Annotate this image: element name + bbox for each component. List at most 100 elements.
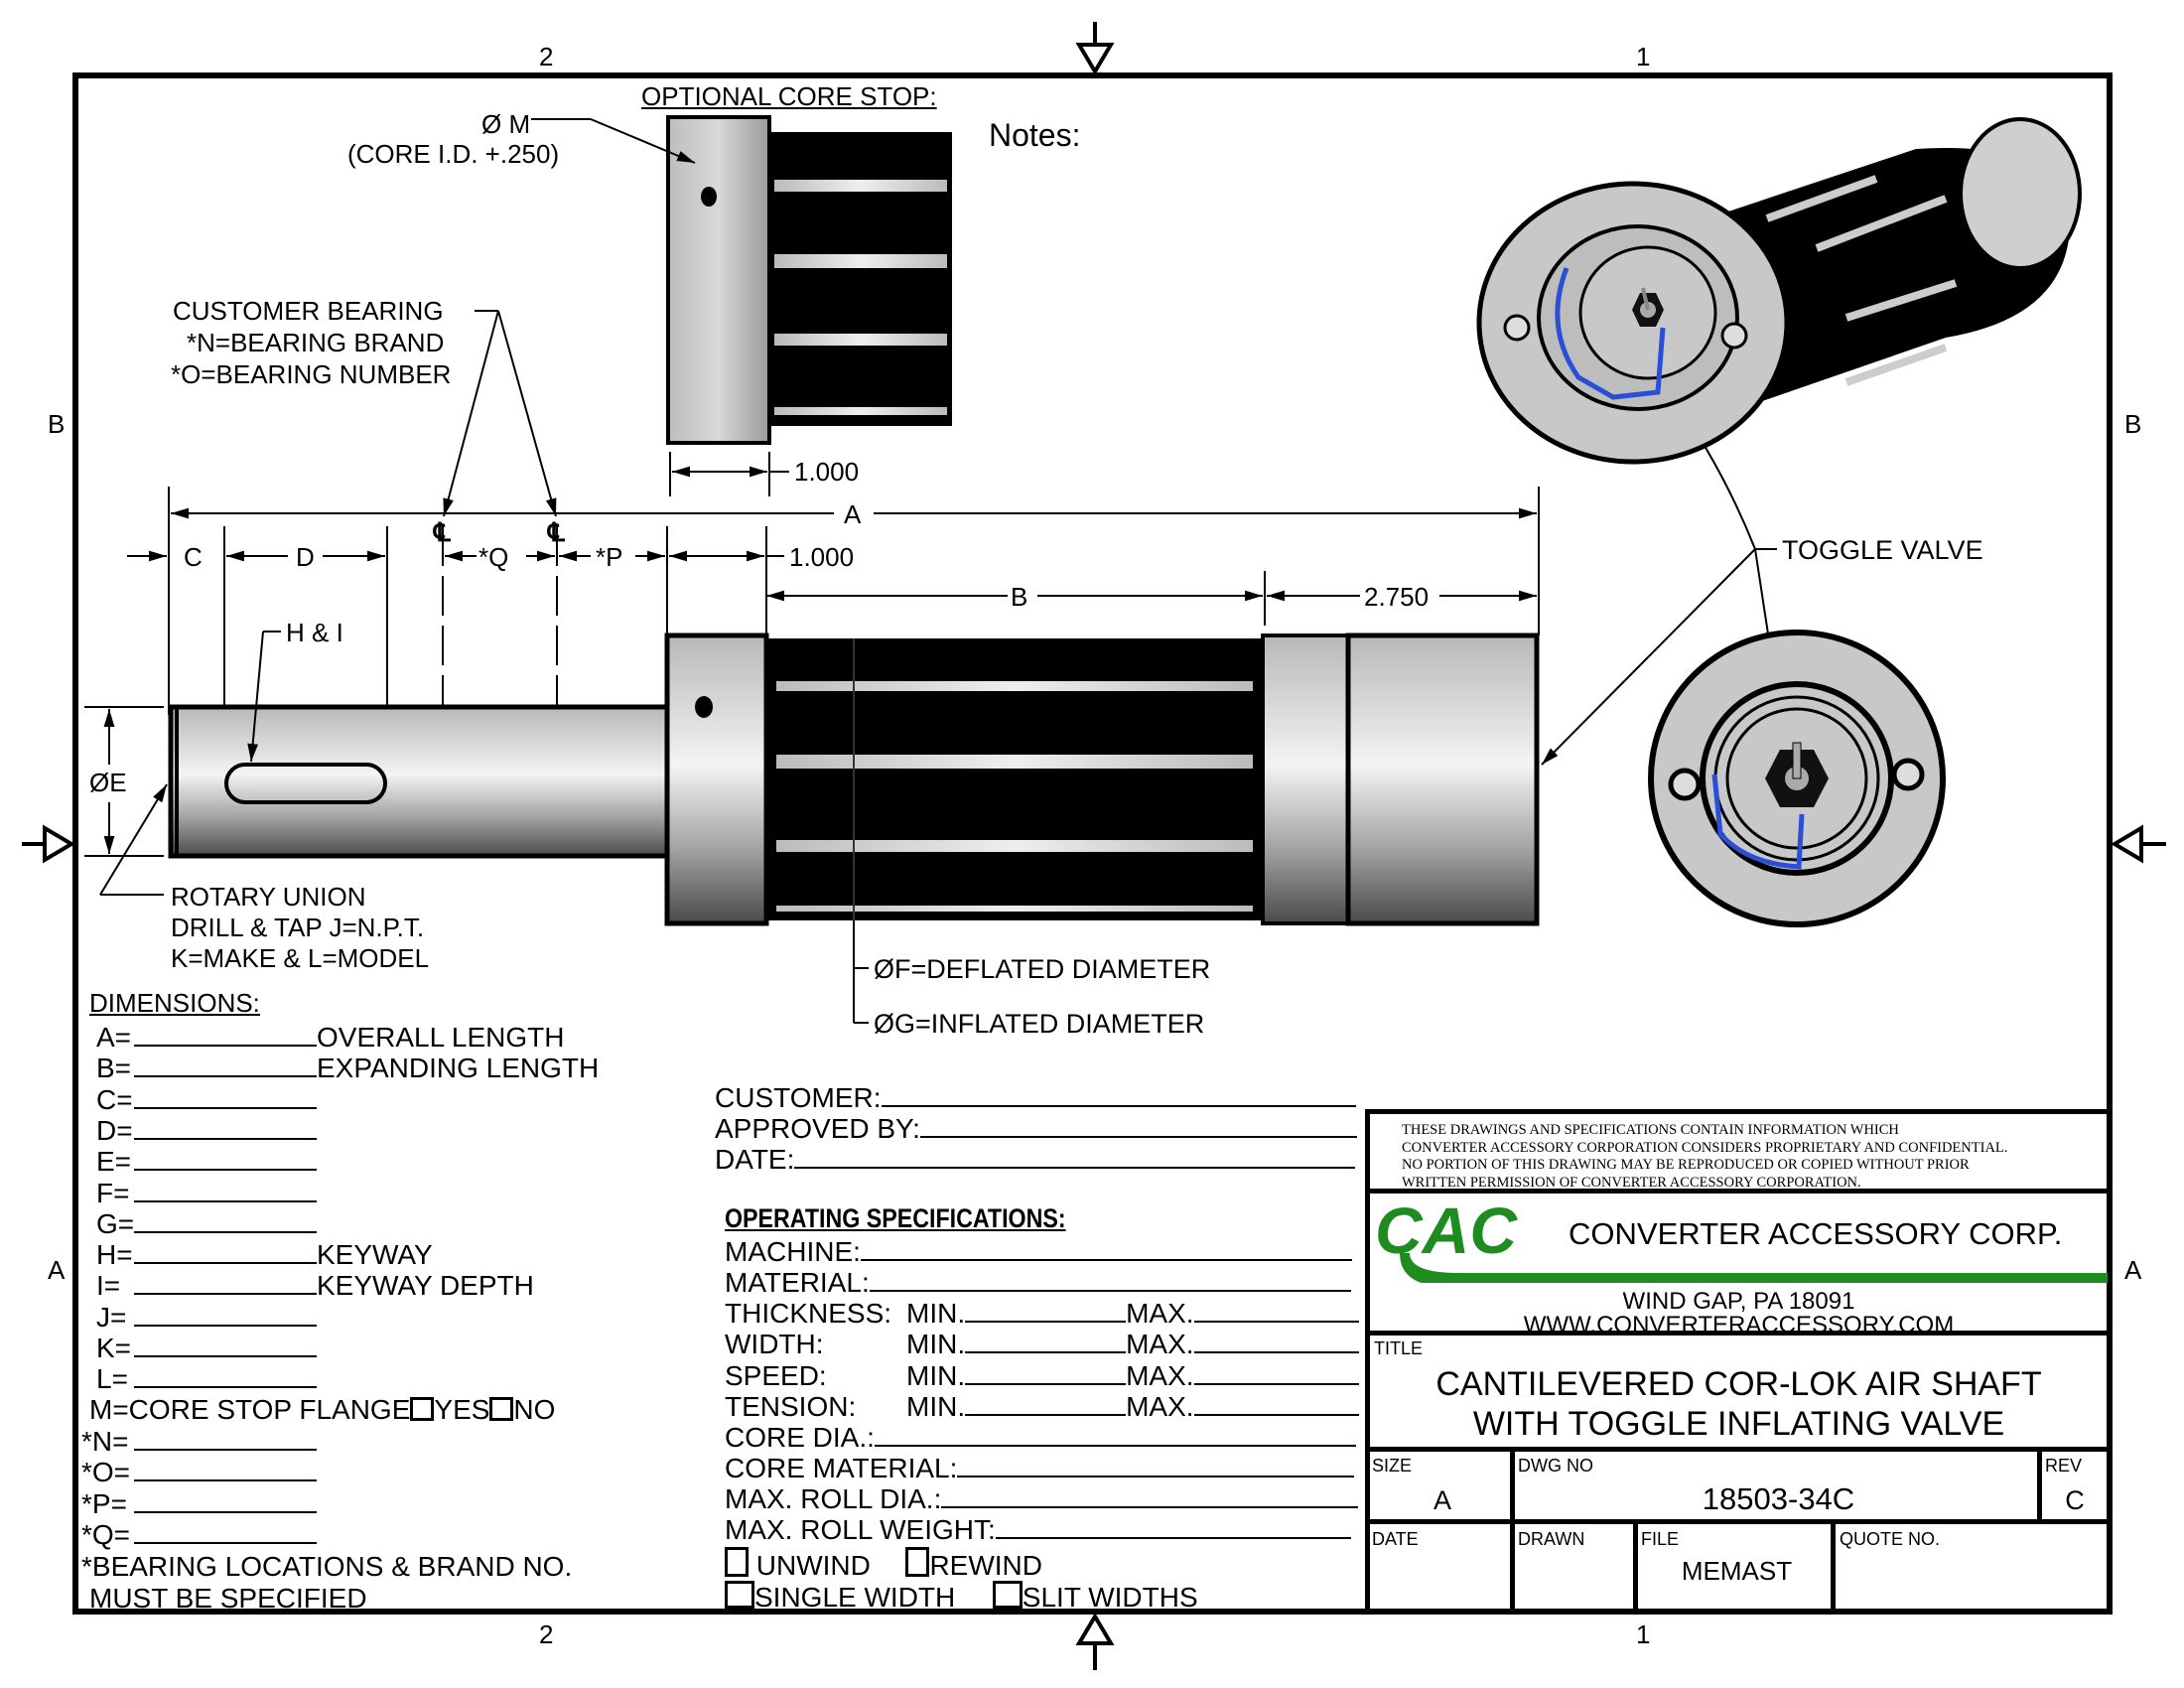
dimension-row: E= (96, 1146, 317, 1178)
customer-label: CUSTOMER: (715, 1082, 882, 1113)
rotary-union-line1: ROTARY UNION (171, 882, 366, 912)
core-stop-flange (666, 115, 771, 445)
keyway-leader (247, 631, 281, 763)
approval-date-label: DATE: (715, 1144, 795, 1175)
dimension-key: E= (96, 1146, 132, 1178)
min-input[interactable] (965, 1392, 1127, 1416)
max-input[interactable] (1193, 1330, 1359, 1354)
customer-input[interactable] (881, 1083, 1356, 1107)
approved-by-input[interactable] (919, 1114, 1357, 1138)
bearing-field-input[interactable] (134, 1520, 317, 1544)
dimension-value-input[interactable] (134, 1147, 317, 1172)
cac-logo-letters: CAC (1375, 1194, 1518, 1267)
dimension-value-input[interactable] (134, 1334, 317, 1357)
drawn-cell: DRAWN (1515, 1524, 1638, 1610)
dim-label-b: B (1011, 582, 1028, 612)
dim-label-d: D (296, 542, 315, 572)
dim-end-value: 2.750 (1364, 582, 1430, 612)
centering-arrow-right (2111, 824, 2166, 864)
machine-input[interactable] (860, 1237, 1352, 1261)
file-value: MEMAST (1681, 1556, 1793, 1586)
bolt-hole (1891, 758, 1925, 791)
dimension-row: A=OVERALL LENGTH (96, 1022, 564, 1054)
approved-by-label: APPROVED BY: (715, 1113, 920, 1144)
dimension-value-input[interactable] (134, 1116, 317, 1140)
dimension-value-input[interactable] (134, 1054, 317, 1078)
max-roll-weight-input[interactable] (995, 1515, 1351, 1539)
bladder-strip (776, 906, 1253, 912)
dimension-key: H= (96, 1239, 133, 1271)
core-stop-yes-checkbox[interactable] (410, 1397, 435, 1421)
min-input[interactable] (965, 1299, 1127, 1323)
dimension-row: D= (96, 1115, 317, 1147)
core-dia-input[interactable] (874, 1423, 1356, 1447)
single-width-checkbox[interactable] (725, 1581, 754, 1609)
dimension-key: J= (96, 1301, 127, 1333)
dimension-row: G= (96, 1208, 317, 1240)
dimension-value-input[interactable] (134, 1085, 317, 1109)
drawn-label: DRAWN (1518, 1529, 1585, 1549)
zone-right-a: A (2124, 1255, 2142, 1285)
bladder-strip (774, 407, 947, 415)
dimension-value-input[interactable] (134, 1240, 317, 1265)
core-stop-no-checkbox[interactable] (489, 1397, 514, 1421)
bearing-field-input[interactable] (134, 1458, 317, 1482)
core-dia-row: CORE DIA.: (725, 1422, 1356, 1454)
min-label: MIN. (906, 1390, 966, 1422)
bladder-strip (776, 840, 1253, 852)
centering-arrow-left (22, 824, 75, 864)
company-website[interactable]: WWW.CONVERTERACCESSORY.COM (1523, 1312, 1955, 1338)
bearing-footnote-line2: MUST BE SPECIFIED (89, 1583, 367, 1614)
material-input[interactable] (869, 1268, 1351, 1292)
spec-min-max-row: SPEED:MIN.MAX. (725, 1360, 1359, 1392)
dimension-value-input[interactable] (134, 1209, 317, 1233)
spec-min-max-row: TENSION:MIN.MAX. (725, 1391, 1359, 1423)
max-input[interactable] (1193, 1299, 1359, 1323)
unwind-checkbox[interactable] (725, 1547, 749, 1577)
disclaimer-text: THESE DRAWINGS AND SPECIFICATIONS CONTAI… (1402, 1122, 2108, 1192)
max-input[interactable] (1193, 1361, 1359, 1385)
dim-label-p: *P (596, 542, 623, 572)
disclaimer-cell: THESE DRAWINGS AND SPECIFICATIONS CONTAI… (1370, 1114, 2108, 1194)
inflated-diameter-callout: ØG=INFLATED DIAMETER (874, 1009, 1205, 1039)
approval-date-input[interactable] (794, 1145, 1356, 1169)
material-row: MATERIAL: (725, 1267, 1351, 1299)
bearing-field-input[interactable] (134, 1489, 317, 1513)
revision-value: C (2065, 1485, 2085, 1515)
dimension-row: H= KEYWAY (96, 1239, 433, 1271)
bladder-strip (774, 180, 947, 192)
dimension-value-input[interactable] (134, 1271, 317, 1296)
core-stop-bladder (769, 132, 952, 426)
dimension-value-input[interactable] (134, 1303, 317, 1327)
dimension-value-input[interactable] (134, 1364, 317, 1389)
rewind-checkbox[interactable] (905, 1547, 930, 1577)
keyway-callout: H & I (286, 618, 343, 647)
file-label: FILE (1641, 1529, 1680, 1549)
spec-label: SPEED: (725, 1359, 827, 1391)
bearing-field-input[interactable] (134, 1427, 317, 1451)
max-roll-dia-input[interactable] (941, 1484, 1359, 1508)
bearing-callout-leaders (443, 310, 557, 517)
dimension-value-input[interactable] (134, 1023, 317, 1047)
spec-min-max-row: WIDTH:MIN.MAX. (725, 1329, 1359, 1360)
min-input[interactable] (965, 1361, 1127, 1385)
bearing-field-row: *O= (81, 1457, 317, 1488)
company-address: WIND GAP, PA 18091 (1622, 1288, 1855, 1315)
spec-min-max-row: THICKNESS:MIN.MAX. (725, 1298, 1359, 1330)
bearing-footnote-line1: *BEARING LOCATIONS & BRAND NO. (81, 1551, 573, 1582)
spec-label: TENSION: (725, 1390, 857, 1422)
max-label: MAX. (1126, 1359, 1194, 1391)
min-input[interactable] (965, 1330, 1127, 1354)
slit-widths-checkbox[interactable] (992, 1581, 1023, 1609)
bearing-callout-number: *O=BEARING NUMBER (171, 359, 452, 389)
zone-bottom-2: 2 (539, 1619, 554, 1649)
max-input[interactable] (1193, 1392, 1359, 1416)
zone-top-1: 1 (1636, 42, 1651, 71)
isometric-view (1476, 117, 2082, 465)
dimension-value-input[interactable] (134, 1179, 317, 1202)
core-material-input[interactable] (957, 1454, 1355, 1477)
dimension-description: KEYWAY (317, 1239, 433, 1271)
drawing-number-cell: DWG NO 18503-34C (1515, 1452, 2042, 1524)
dimension-a (168, 487, 1540, 715)
